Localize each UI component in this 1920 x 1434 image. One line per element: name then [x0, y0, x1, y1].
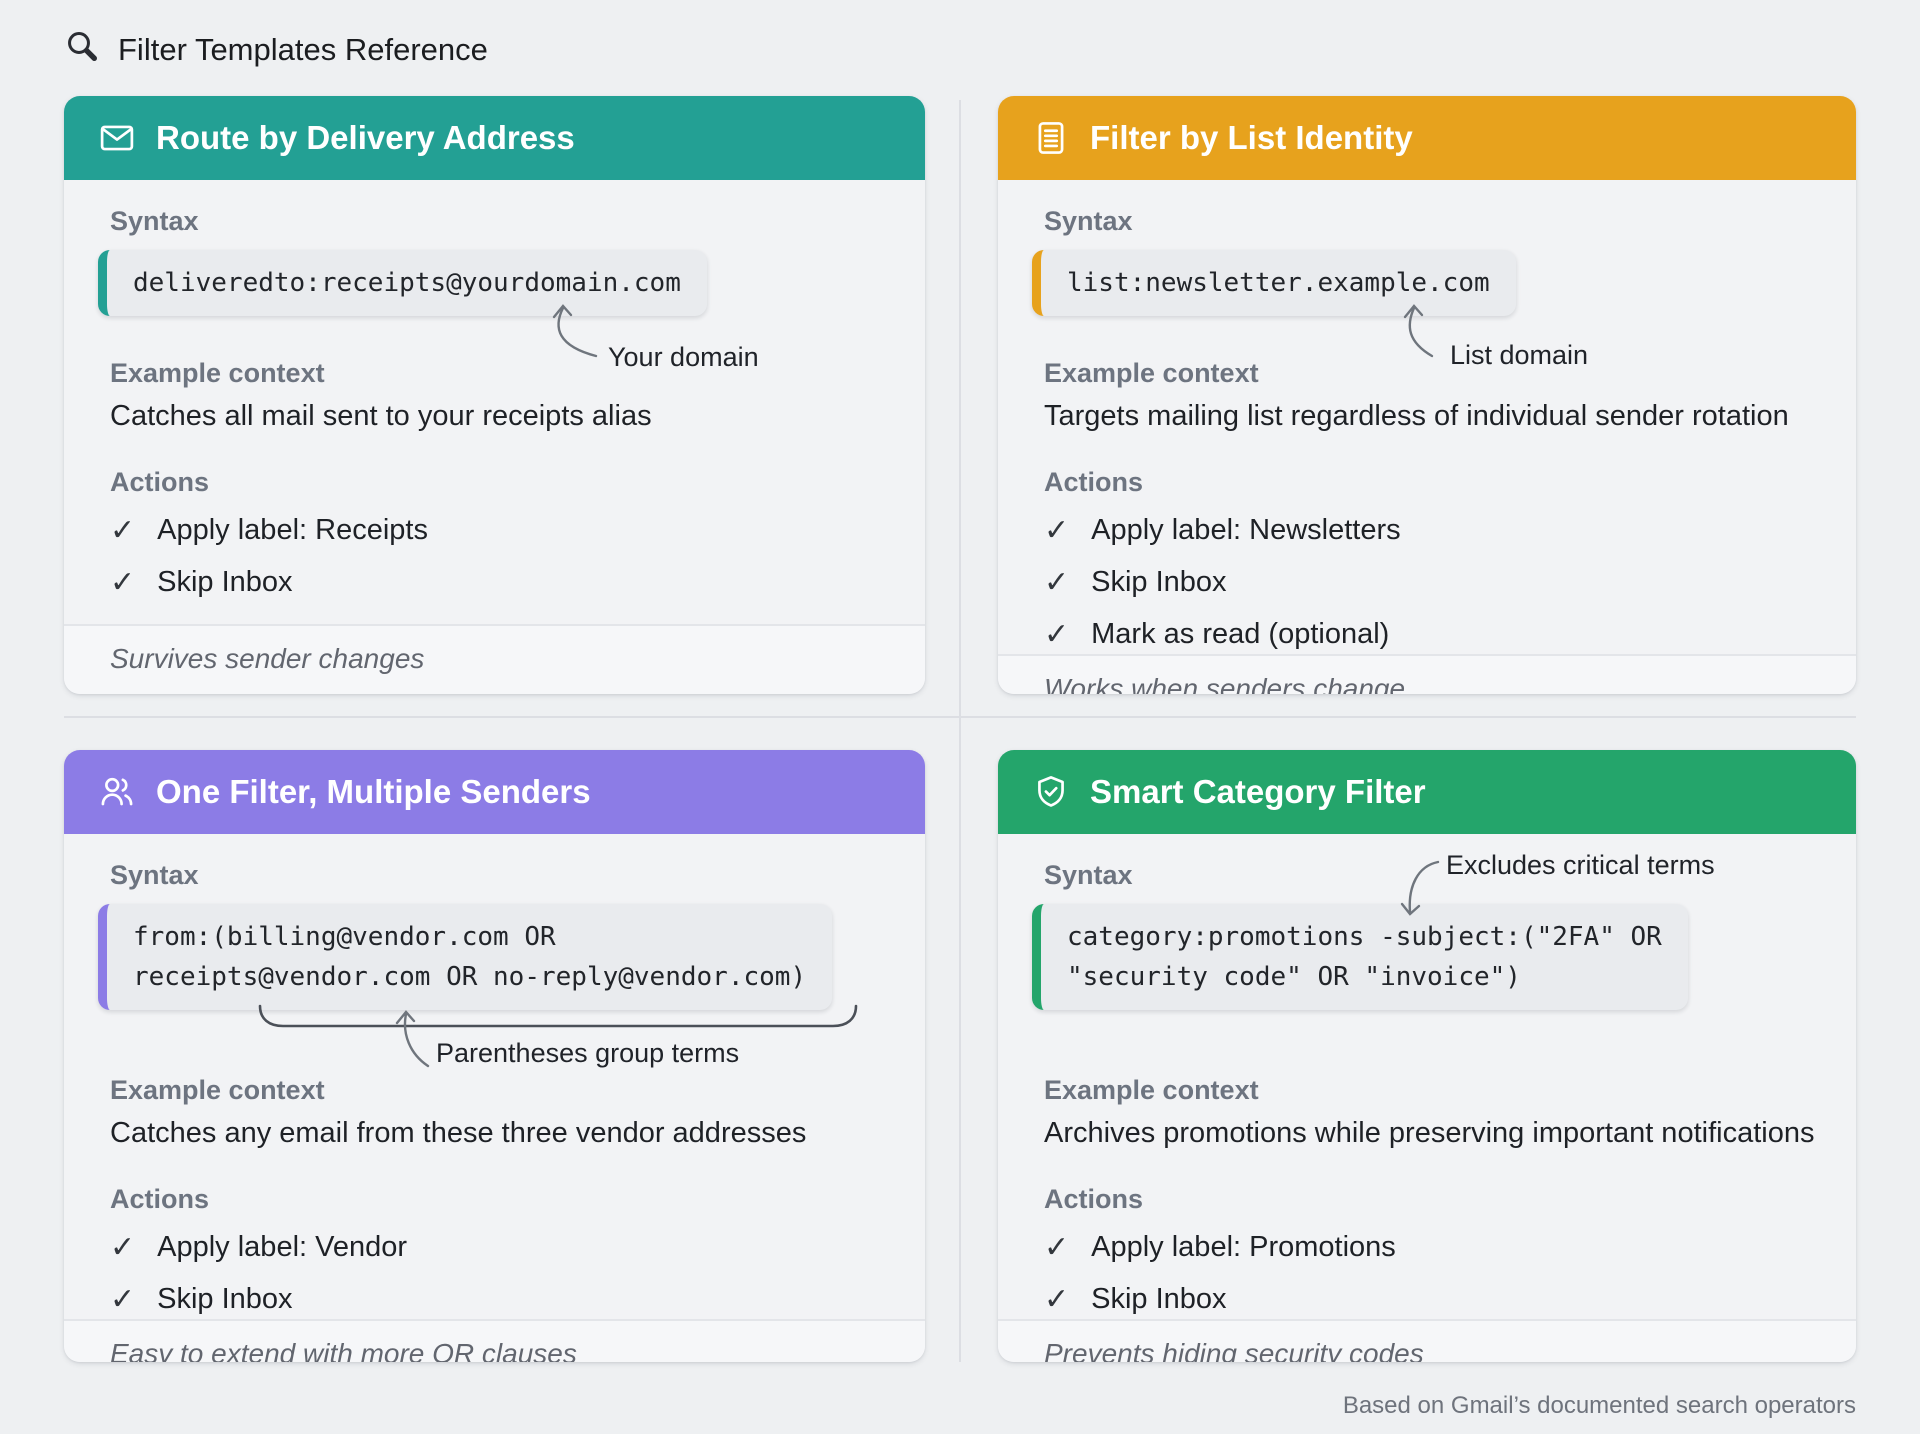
action-item: ✓ Apply label: Vendor	[110, 1227, 407, 1267]
card-header: Route by Delivery Address	[64, 96, 925, 180]
annotation-your-domain: Your domain	[538, 300, 868, 390]
syntax-label: Syntax	[110, 860, 199, 890]
checkmark-icon: ✓	[1044, 513, 1070, 547]
action-item: ✓ Apply label: Receipts	[110, 510, 428, 550]
card-title: One Filter, Multiple Senders	[156, 773, 591, 810]
syntax-label: Syntax	[110, 206, 199, 236]
checkmark-icon: ✓	[110, 1230, 136, 1264]
syntax-section: Syntax deliveredto:receipts@yourdomain.c…	[98, 206, 891, 372]
card-filter-by-list-identity: Filter by List Identity Syntax list:news…	[998, 96, 1856, 694]
action-text: Skip Inbox	[1091, 565, 1227, 598]
filter-syntax-code: deliveredto:receipts@yourdomain.com	[98, 250, 707, 316]
annotation-text: Parentheses group terms	[436, 1038, 740, 1068]
attribution-note: Based on Gmail’s documented search opera…	[1342, 1392, 1856, 1419]
card-title: Smart Category Filter	[1090, 773, 1426, 810]
syntax-section: Syntax from:(billing@vendor.com OR recei…	[98, 860, 891, 1068]
card-footer-note: Works when senders change	[998, 654, 1856, 694]
card-header: One Filter, Multiple Senders	[64, 750, 925, 834]
actions-section: Actions ✓ Apply label: Vendor ✓ Skip Inb…	[98, 1184, 407, 1319]
checkmark-icon: ✓	[1044, 617, 1070, 651]
actions-section: Actions ✓ Apply label: Promotions ✓ Skip…	[1032, 1184, 1396, 1319]
example-context-label: Example context	[110, 358, 325, 388]
syntax-section: Syntax category:promotions -subject:("2F…	[1032, 850, 1822, 1010]
search-icon	[64, 28, 100, 72]
example-context-label: Example context	[1044, 358, 1259, 388]
action-item: ✓ Skip Inbox	[1044, 1279, 1396, 1319]
card-footer-note: Easy to extend with more OR clauses	[64, 1319, 925, 1362]
action-text: Apply label: Promotions	[1091, 1230, 1396, 1263]
card-route-by-delivery-address: Route by Delivery Address Syntax deliver…	[64, 96, 925, 694]
card-smart-category-filter: Smart Category Filter Syntax category:pr…	[998, 750, 1856, 1362]
annotation-excludes-terms: Excludes critical terms	[1392, 850, 1722, 924]
annotation-parentheses: Parentheses group terms	[256, 1004, 876, 1124]
card-title: Route by Delivery Address	[156, 119, 575, 156]
checkmark-icon: ✓	[110, 565, 136, 599]
users-icon	[98, 773, 136, 811]
action-item: ✓ Skip Inbox	[1044, 562, 1401, 602]
action-text: Skip Inbox	[1091, 1282, 1227, 1315]
example-context-text: Catches any email from these three vendo…	[110, 1117, 807, 1149]
card-footer-note: Prevents hiding security codes	[998, 1319, 1856, 1362]
actions-label: Actions	[110, 467, 210, 497]
card-footer-note: Survives sender changes	[64, 624, 925, 694]
example-context-text: Catches all mail sent to your receipts a…	[110, 400, 652, 432]
action-item: ✓ Apply label: Newsletters	[1044, 510, 1401, 550]
checkmark-icon: ✓	[110, 513, 136, 547]
action-text: Skip Inbox	[157, 565, 293, 598]
action-text: Apply label: Newsletters	[1091, 513, 1401, 546]
annotation-text: Your domain	[608, 342, 759, 372]
example-context-text: Archives promotions while preserving imp…	[1044, 1117, 1815, 1149]
actions-label: Actions	[110, 1184, 210, 1214]
action-item: ✓ Skip Inbox	[110, 562, 428, 602]
envelope-icon	[98, 119, 136, 157]
page-title: Filter Templates Reference	[64, 28, 488, 72]
checkmark-icon: ✓	[1044, 1282, 1070, 1316]
syntax-label: Syntax	[1044, 860, 1133, 890]
card-header: Filter by List Identity	[998, 96, 1856, 180]
action-text: Apply label: Vendor	[157, 1230, 408, 1263]
example-context-section: Example context Targets mailing list reg…	[1032, 358, 1789, 433]
example-context-section: Example context Catches all mail sent to…	[98, 358, 652, 433]
list-icon	[1032, 119, 1070, 157]
syntax-section: Syntax list:newsletter.example.com List …	[1032, 206, 1822, 370]
row-divider	[64, 716, 1856, 718]
action-text: Skip Inbox	[157, 1282, 293, 1315]
column-divider	[959, 100, 961, 1362]
action-item: ✓ Apply label: Promotions	[1044, 1227, 1396, 1267]
action-item: ✓ Skip Inbox	[110, 1279, 407, 1319]
example-context-section: Example context Catches any email from t…	[98, 1075, 806, 1150]
checkmark-icon: ✓	[1044, 565, 1070, 599]
page-title-text: Filter Templates Reference	[118, 32, 488, 67]
example-context-text: Targets mailing list regardless of indiv…	[1044, 400, 1789, 432]
checkmark-icon: ✓	[1044, 1230, 1070, 1264]
annotation-list-domain: List domain	[1392, 300, 1722, 390]
actions-section: Actions ✓ Apply label: Receipts ✓ Skip I…	[98, 467, 428, 602]
card-one-filter-multiple-senders: One Filter, Multiple Senders Syntax from…	[64, 750, 925, 1362]
example-context-label: Example context	[110, 1075, 325, 1105]
action-text: Mark as read (optional)	[1091, 617, 1390, 650]
card-header: Smart Category Filter	[998, 750, 1856, 834]
filter-syntax-code: category:promotions -subject:("2FA" OR "…	[1032, 904, 1688, 1010]
filter-syntax-code: list:newsletter.example.com	[1032, 250, 1516, 316]
card-title: Filter by List Identity	[1090, 119, 1413, 156]
annotation-text: Excludes critical terms	[1446, 850, 1715, 880]
actions-section: Actions ✓ Apply label: Newsletters ✓ Ski…	[1032, 467, 1401, 654]
annotation-text: List domain	[1450, 340, 1589, 370]
example-context-section: Example context Archives promotions whil…	[1032, 1075, 1814, 1150]
shield-check-icon	[1032, 773, 1070, 811]
checkmark-icon: ✓	[110, 1282, 136, 1316]
filter-syntax-code: from:(billing@vendor.com OR receipts@ven…	[98, 904, 833, 1010]
actions-label: Actions	[1044, 1184, 1144, 1214]
actions-label: Actions	[1044, 467, 1144, 497]
example-context-label: Example context	[1044, 1075, 1259, 1105]
action-item: ✓ Mark as read (optional)	[1044, 614, 1401, 654]
syntax-label: Syntax	[1044, 206, 1133, 236]
action-text: Apply label: Receipts	[157, 513, 428, 546]
